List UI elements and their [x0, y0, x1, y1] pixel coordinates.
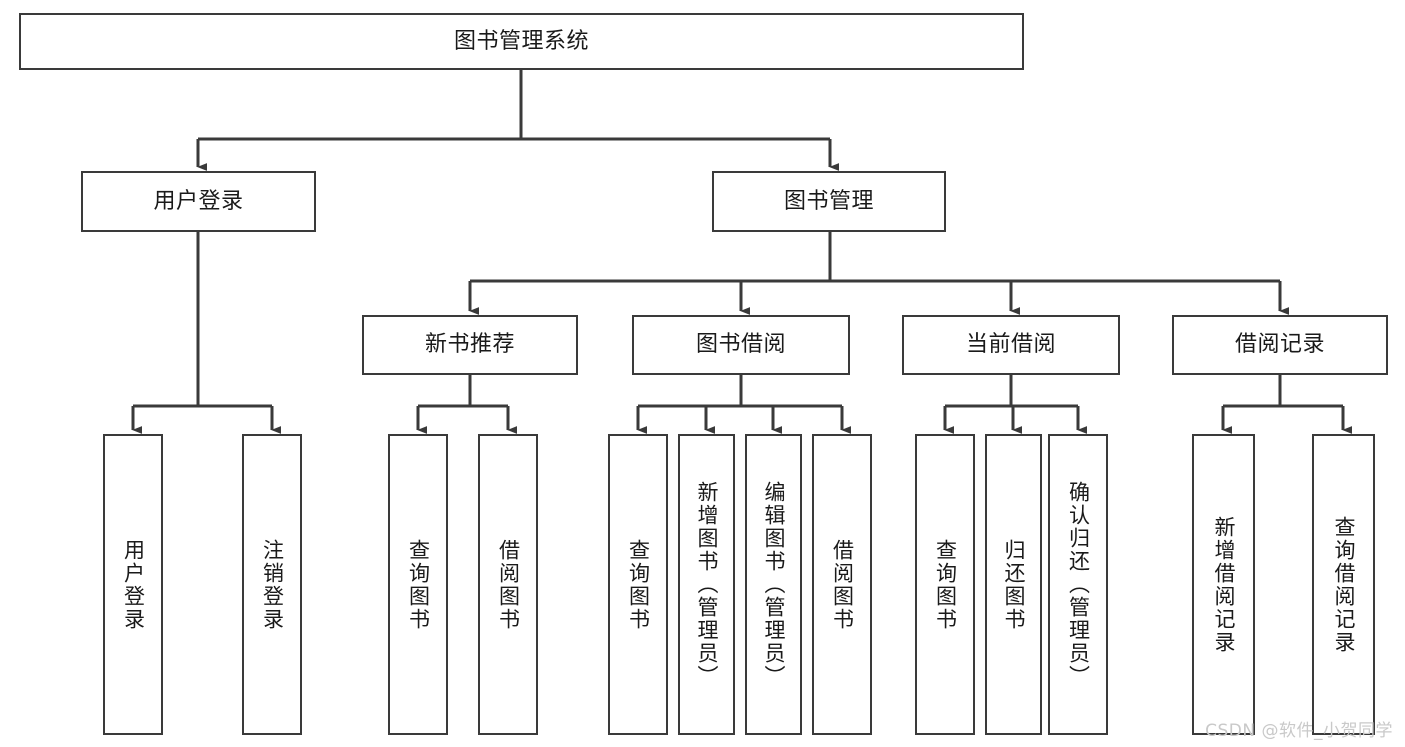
node-root[interactable]: 图书管理系统 [19, 13, 1024, 70]
node-leaf-confirm-return-label: 确认归还（管理员） [1066, 481, 1091, 688]
node-leaf-borrow-book-1[interactable]: 借阅图书 [478, 434, 538, 735]
node-leaf-add-book-label: 新增图书（管理员） [695, 481, 719, 688]
node-leaf-add-record[interactable]: 新增借阅记录 [1192, 434, 1255, 735]
node-leaf-query-book-2[interactable]: 查询图书 [608, 434, 668, 735]
node-leaf-edit-book-label: 编辑图书（管理员） [762, 481, 786, 688]
node-leaf-borrow-book-2-label: 借阅图书 [830, 538, 855, 631]
node-leaf-return-book-label: 归还图书 [1002, 538, 1026, 631]
node-leaf-query-book-3-label: 查询图书 [933, 538, 958, 631]
node-leaf-borrow-book-2[interactable]: 借阅图书 [812, 434, 872, 735]
node-borrow-record[interactable]: 借阅记录 [1172, 315, 1388, 375]
node-leaf-query-record-label: 查询借阅记录 [1332, 515, 1356, 654]
node-leaf-user-login-label: 用户登录 [121, 538, 146, 631]
node-leaf-query-book-2-label: 查询图书 [626, 538, 651, 631]
node-leaf-query-book-1-label: 查询图书 [406, 538, 431, 631]
node-user-login[interactable]: 用户登录 [81, 171, 316, 232]
node-leaf-add-book[interactable]: 新增图书（管理员） [678, 434, 735, 735]
node-book-manage[interactable]: 图书管理 [712, 171, 946, 232]
node-leaf-borrow-book-1-label: 借阅图书 [496, 538, 521, 631]
node-leaf-logout[interactable]: 注销登录 [242, 434, 302, 735]
node-leaf-query-book-3[interactable]: 查询图书 [915, 434, 975, 735]
node-borrow-record-label: 借阅记录 [1234, 332, 1325, 358]
node-new-book-recommend-label: 新书推荐 [424, 332, 515, 358]
node-leaf-query-book-1[interactable]: 查询图书 [388, 434, 448, 735]
node-leaf-confirm-return[interactable]: 确认归还（管理员） [1048, 434, 1108, 735]
node-new-book-recommend[interactable]: 新书推荐 [362, 315, 578, 375]
node-book-borrow[interactable]: 图书借阅 [632, 315, 850, 375]
node-leaf-return-book[interactable]: 归还图书 [985, 434, 1042, 735]
node-root-label: 图书管理系统 [453, 28, 589, 54]
node-book-borrow-label: 图书借阅 [695, 332, 786, 358]
node-leaf-add-record-label: 新增借阅记录 [1212, 515, 1236, 654]
node-leaf-query-record[interactable]: 查询借阅记录 [1312, 434, 1375, 735]
node-leaf-logout-label: 注销登录 [260, 538, 285, 631]
node-leaf-edit-book[interactable]: 编辑图书（管理员） [745, 434, 802, 735]
node-current-borrow-label: 当前借阅 [965, 332, 1056, 358]
node-current-borrow[interactable]: 当前借阅 [902, 315, 1120, 375]
node-leaf-user-login[interactable]: 用户登录 [103, 434, 163, 735]
node-user-login-label: 用户登录 [153, 188, 244, 214]
node-book-manage-label: 图书管理 [783, 188, 874, 214]
